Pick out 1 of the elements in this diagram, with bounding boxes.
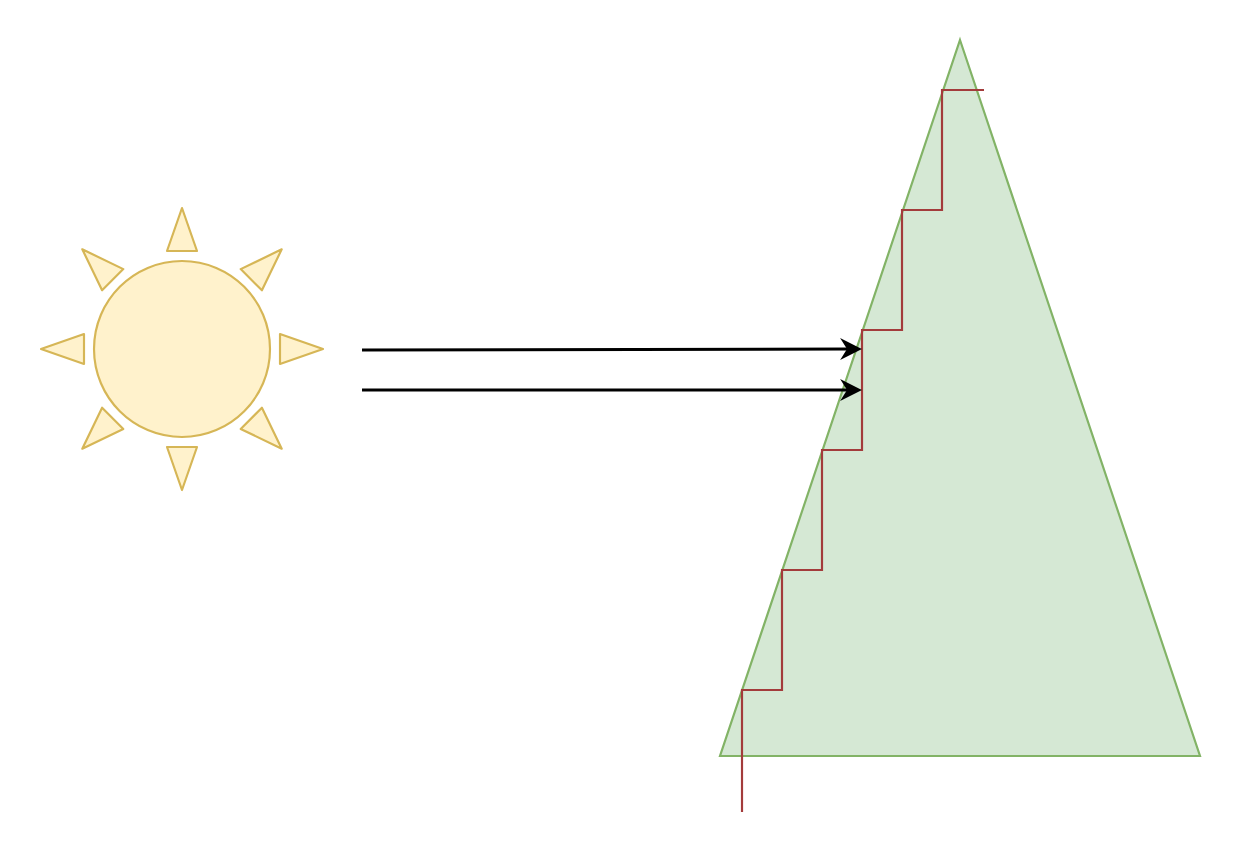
sun-drawing (39, 206, 325, 492)
